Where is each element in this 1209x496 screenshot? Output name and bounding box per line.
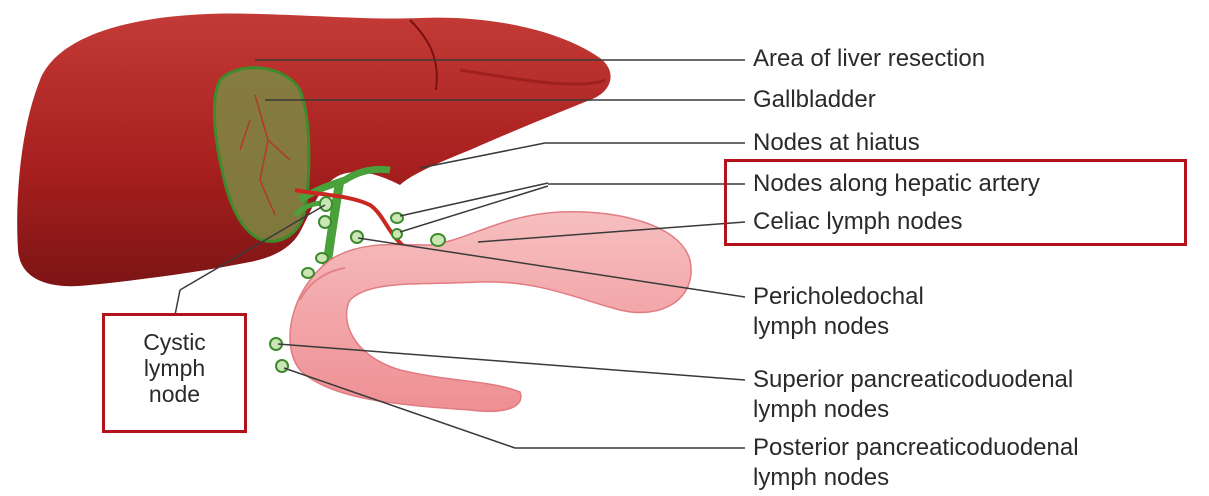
leader-cystic bbox=[175, 290, 180, 315]
label-superior-line1: Superior pancreaticoduodenal bbox=[753, 366, 1073, 394]
cystic-line1: Cystic bbox=[102, 329, 247, 355]
cystic-line3: node bbox=[102, 381, 247, 407]
label-liver-resection: Area of liver resection bbox=[753, 45, 985, 73]
lymph-node bbox=[391, 213, 403, 223]
lymph-node bbox=[351, 231, 363, 243]
label-nodes-hiatus: Nodes at hiatus bbox=[753, 129, 920, 157]
lymph-node bbox=[392, 229, 402, 239]
label-gallbladder: Gallbladder bbox=[753, 86, 876, 114]
lymph-node bbox=[276, 360, 288, 372]
lymph-node bbox=[302, 268, 314, 278]
label-posterior-line1: Posterior pancreaticoduodenal bbox=[753, 434, 1079, 462]
leader-hepatic-artery-1 bbox=[400, 183, 548, 216]
highlight-box-hepatic-celiac bbox=[724, 159, 1187, 246]
lymph-node bbox=[316, 253, 328, 263]
lymph-node bbox=[319, 216, 331, 228]
label-pericholedochal-line2: lymph nodes bbox=[753, 313, 889, 341]
cystic-line2: lymph bbox=[102, 355, 247, 381]
lymph-node bbox=[320, 197, 332, 211]
label-pericholedochal-line1: Pericholedochal bbox=[753, 283, 924, 311]
lymph-node bbox=[431, 234, 445, 246]
label-posterior-line2: lymph nodes bbox=[753, 464, 889, 492]
label-superior-line2: lymph nodes bbox=[753, 396, 889, 424]
label-cystic-lymph-node: Cystic lymph node bbox=[102, 329, 247, 407]
